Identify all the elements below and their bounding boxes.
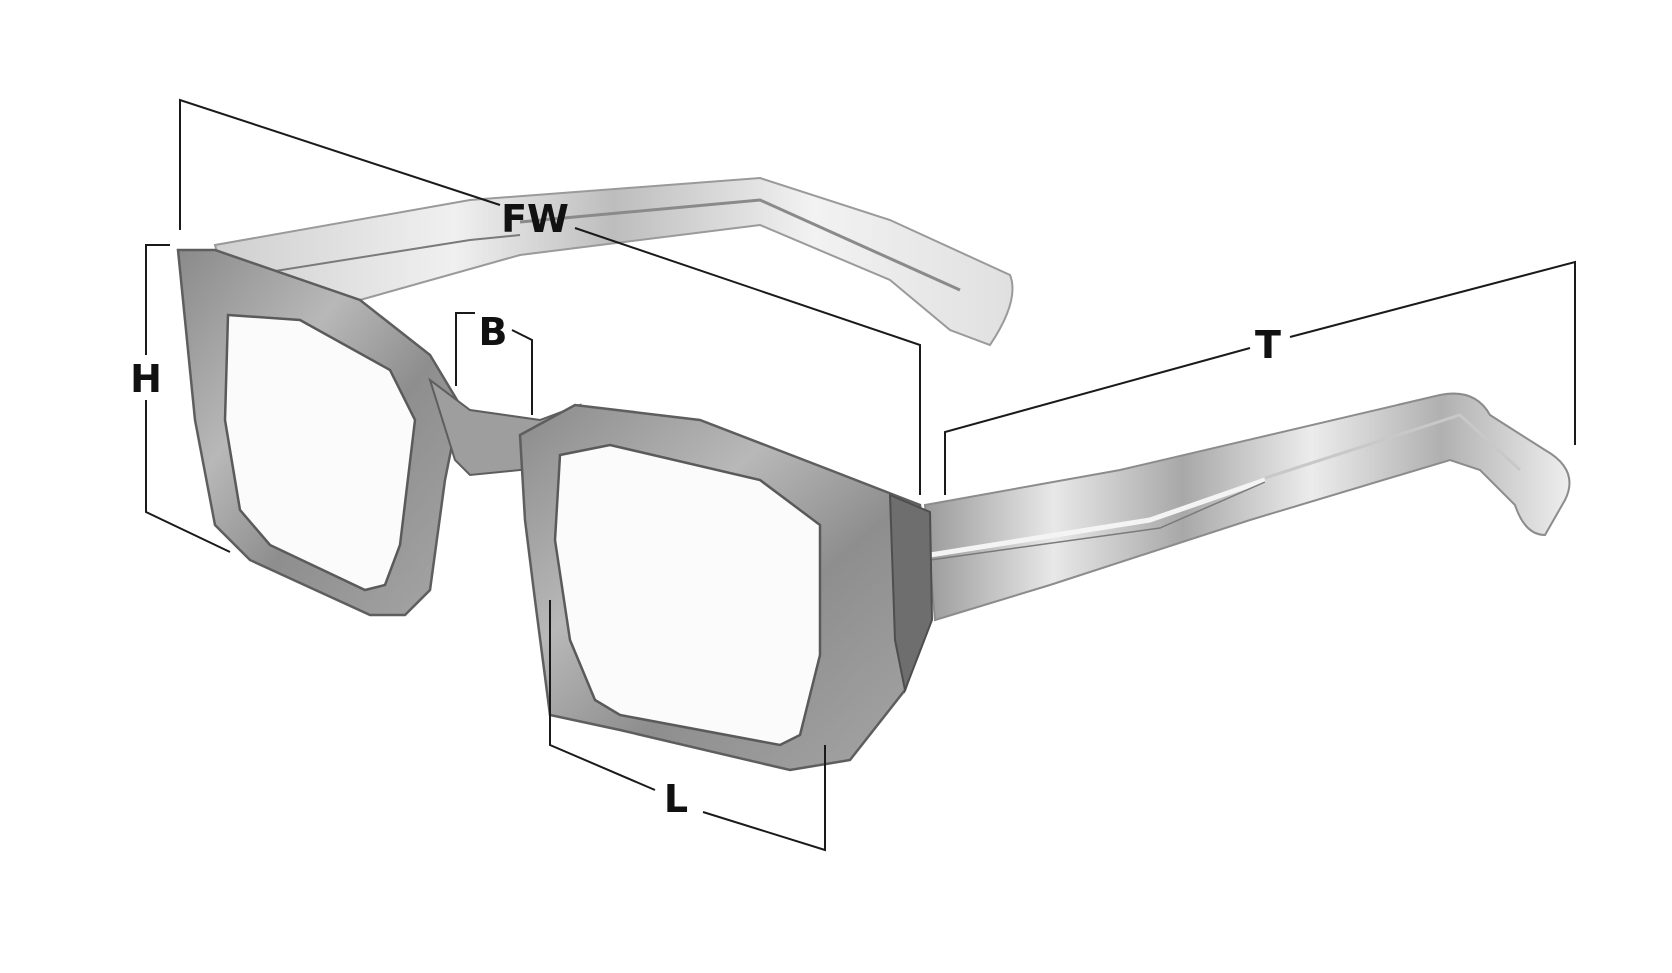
label-b: B bbox=[479, 310, 508, 354]
label-fw: FW bbox=[501, 197, 569, 241]
right-lens bbox=[553, 443, 822, 747]
dimension-labels: FW H B L T bbox=[130, 197, 1281, 821]
label-h: H bbox=[130, 357, 162, 401]
label-t: T bbox=[1255, 323, 1281, 367]
dimension-lines bbox=[145, 98, 1576, 852]
left-lens bbox=[223, 313, 417, 592]
far-temple bbox=[213, 176, 1014, 347]
near-temple bbox=[923, 392, 1571, 622]
label-l: L bbox=[664, 777, 688, 821]
lenses bbox=[223, 313, 822, 747]
